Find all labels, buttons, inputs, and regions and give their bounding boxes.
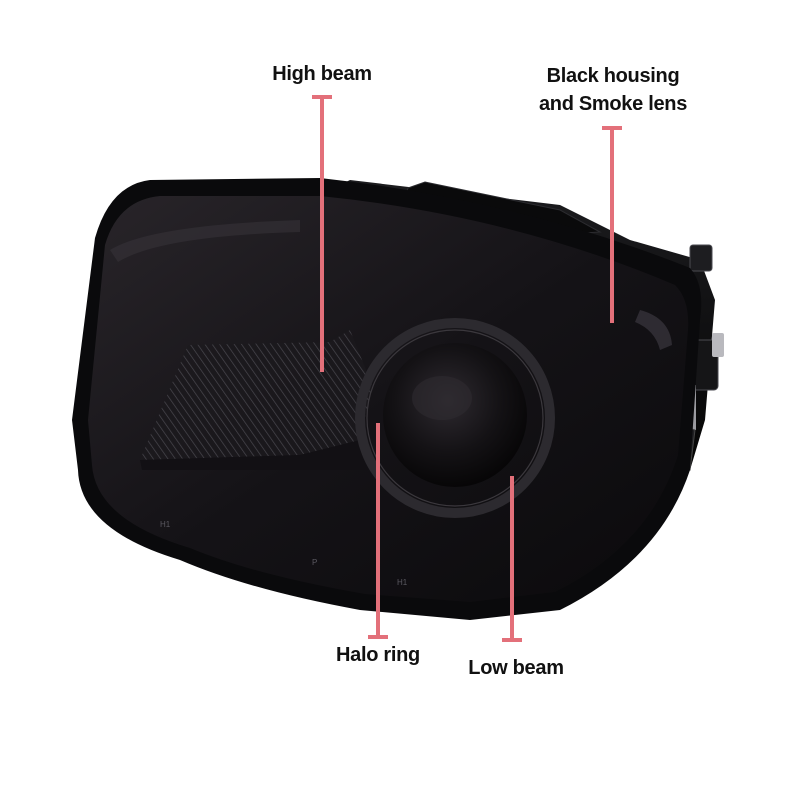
lens-mark-3: H1 (397, 578, 408, 587)
housing-label-line-2: and Smoke lens (538, 93, 688, 115)
halo-ring (355, 318, 555, 518)
wire-plug (689, 244, 713, 272)
callout-lines (312, 95, 622, 642)
halo-ring-label: Halo ring (336, 644, 420, 666)
housing-label-line-1: Black housing (546, 65, 680, 87)
low-beam-label: Low beam (468, 657, 564, 679)
housing-lens-label: Black housing and Smoke lens (533, 62, 693, 118)
lens-mark-2: P (312, 558, 317, 567)
high-beam-label: High beam (272, 63, 372, 85)
high-beam-reflector (140, 330, 372, 460)
lens-mark-1: H1 (160, 520, 171, 529)
